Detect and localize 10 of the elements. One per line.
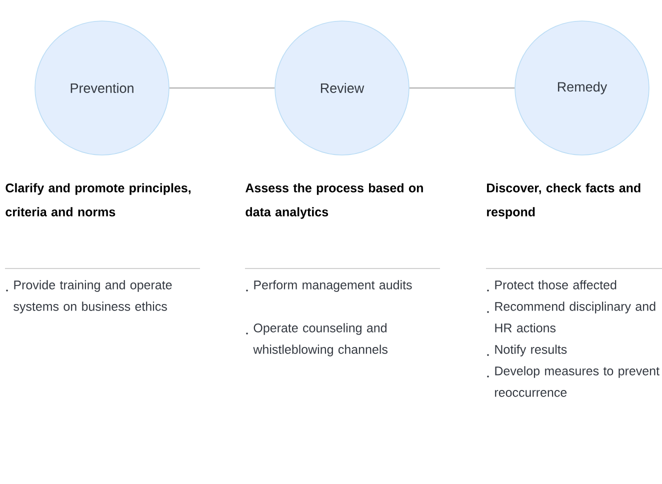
- heading-text: Clarify and promote principles, criteria and norms: [6, 183, 190, 216]
- list-item: Provide training and operate systems on business ethics: [14, 280, 172, 314]
- list-item: Notify results: [495, 344, 567, 356]
- list-item: Develop measures to prevent reoccurrence: [495, 366, 660, 397]
- heading-text: Assess the process based on data analytics: [246, 183, 423, 219]
- heading-text: Discover, check facts and respond: [487, 183, 640, 219]
- list-item: Protect those affected: [495, 280, 616, 290]
- list-item: Perform management audits: [254, 280, 412, 292]
- list-item: Operate counseling and whistleblowing channels: [253, 323, 388, 356]
- list-item: Recommend disciplinary and HR actions: [495, 302, 656, 332]
